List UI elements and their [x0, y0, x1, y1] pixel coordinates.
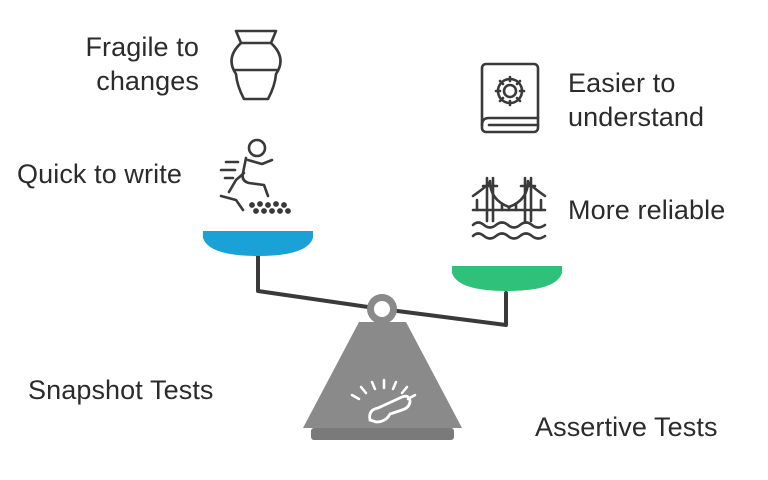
fulcrum-stand	[303, 294, 462, 440]
book-gear-icon	[480, 62, 540, 134]
sliding-person-icon	[219, 138, 291, 214]
feature-label-reliable: More reliable	[568, 195, 726, 225]
feature-label-easier: Easier to understand	[568, 66, 704, 134]
vase-icon	[230, 29, 282, 101]
feature-label-fragile-line1: Fragile to	[85, 32, 199, 62]
feature-label-quick: Quick to write	[17, 159, 182, 189]
feature-label-fragile: Fragile to changes	[85, 30, 199, 98]
side-title-assertive: Assertive Tests	[535, 412, 718, 442]
feature-label-fragile-line2: changes	[96, 66, 199, 96]
side-title-snapshot: Snapshot Tests	[28, 375, 214, 405]
feature-label-easier-line1: Easier to	[568, 68, 676, 98]
gauge-icon	[350, 378, 417, 424]
right-pan	[452, 266, 562, 291]
left-pan	[203, 231, 313, 256]
bridge-icon	[471, 176, 547, 240]
feature-label-easier-line2: understand	[568, 102, 705, 132]
